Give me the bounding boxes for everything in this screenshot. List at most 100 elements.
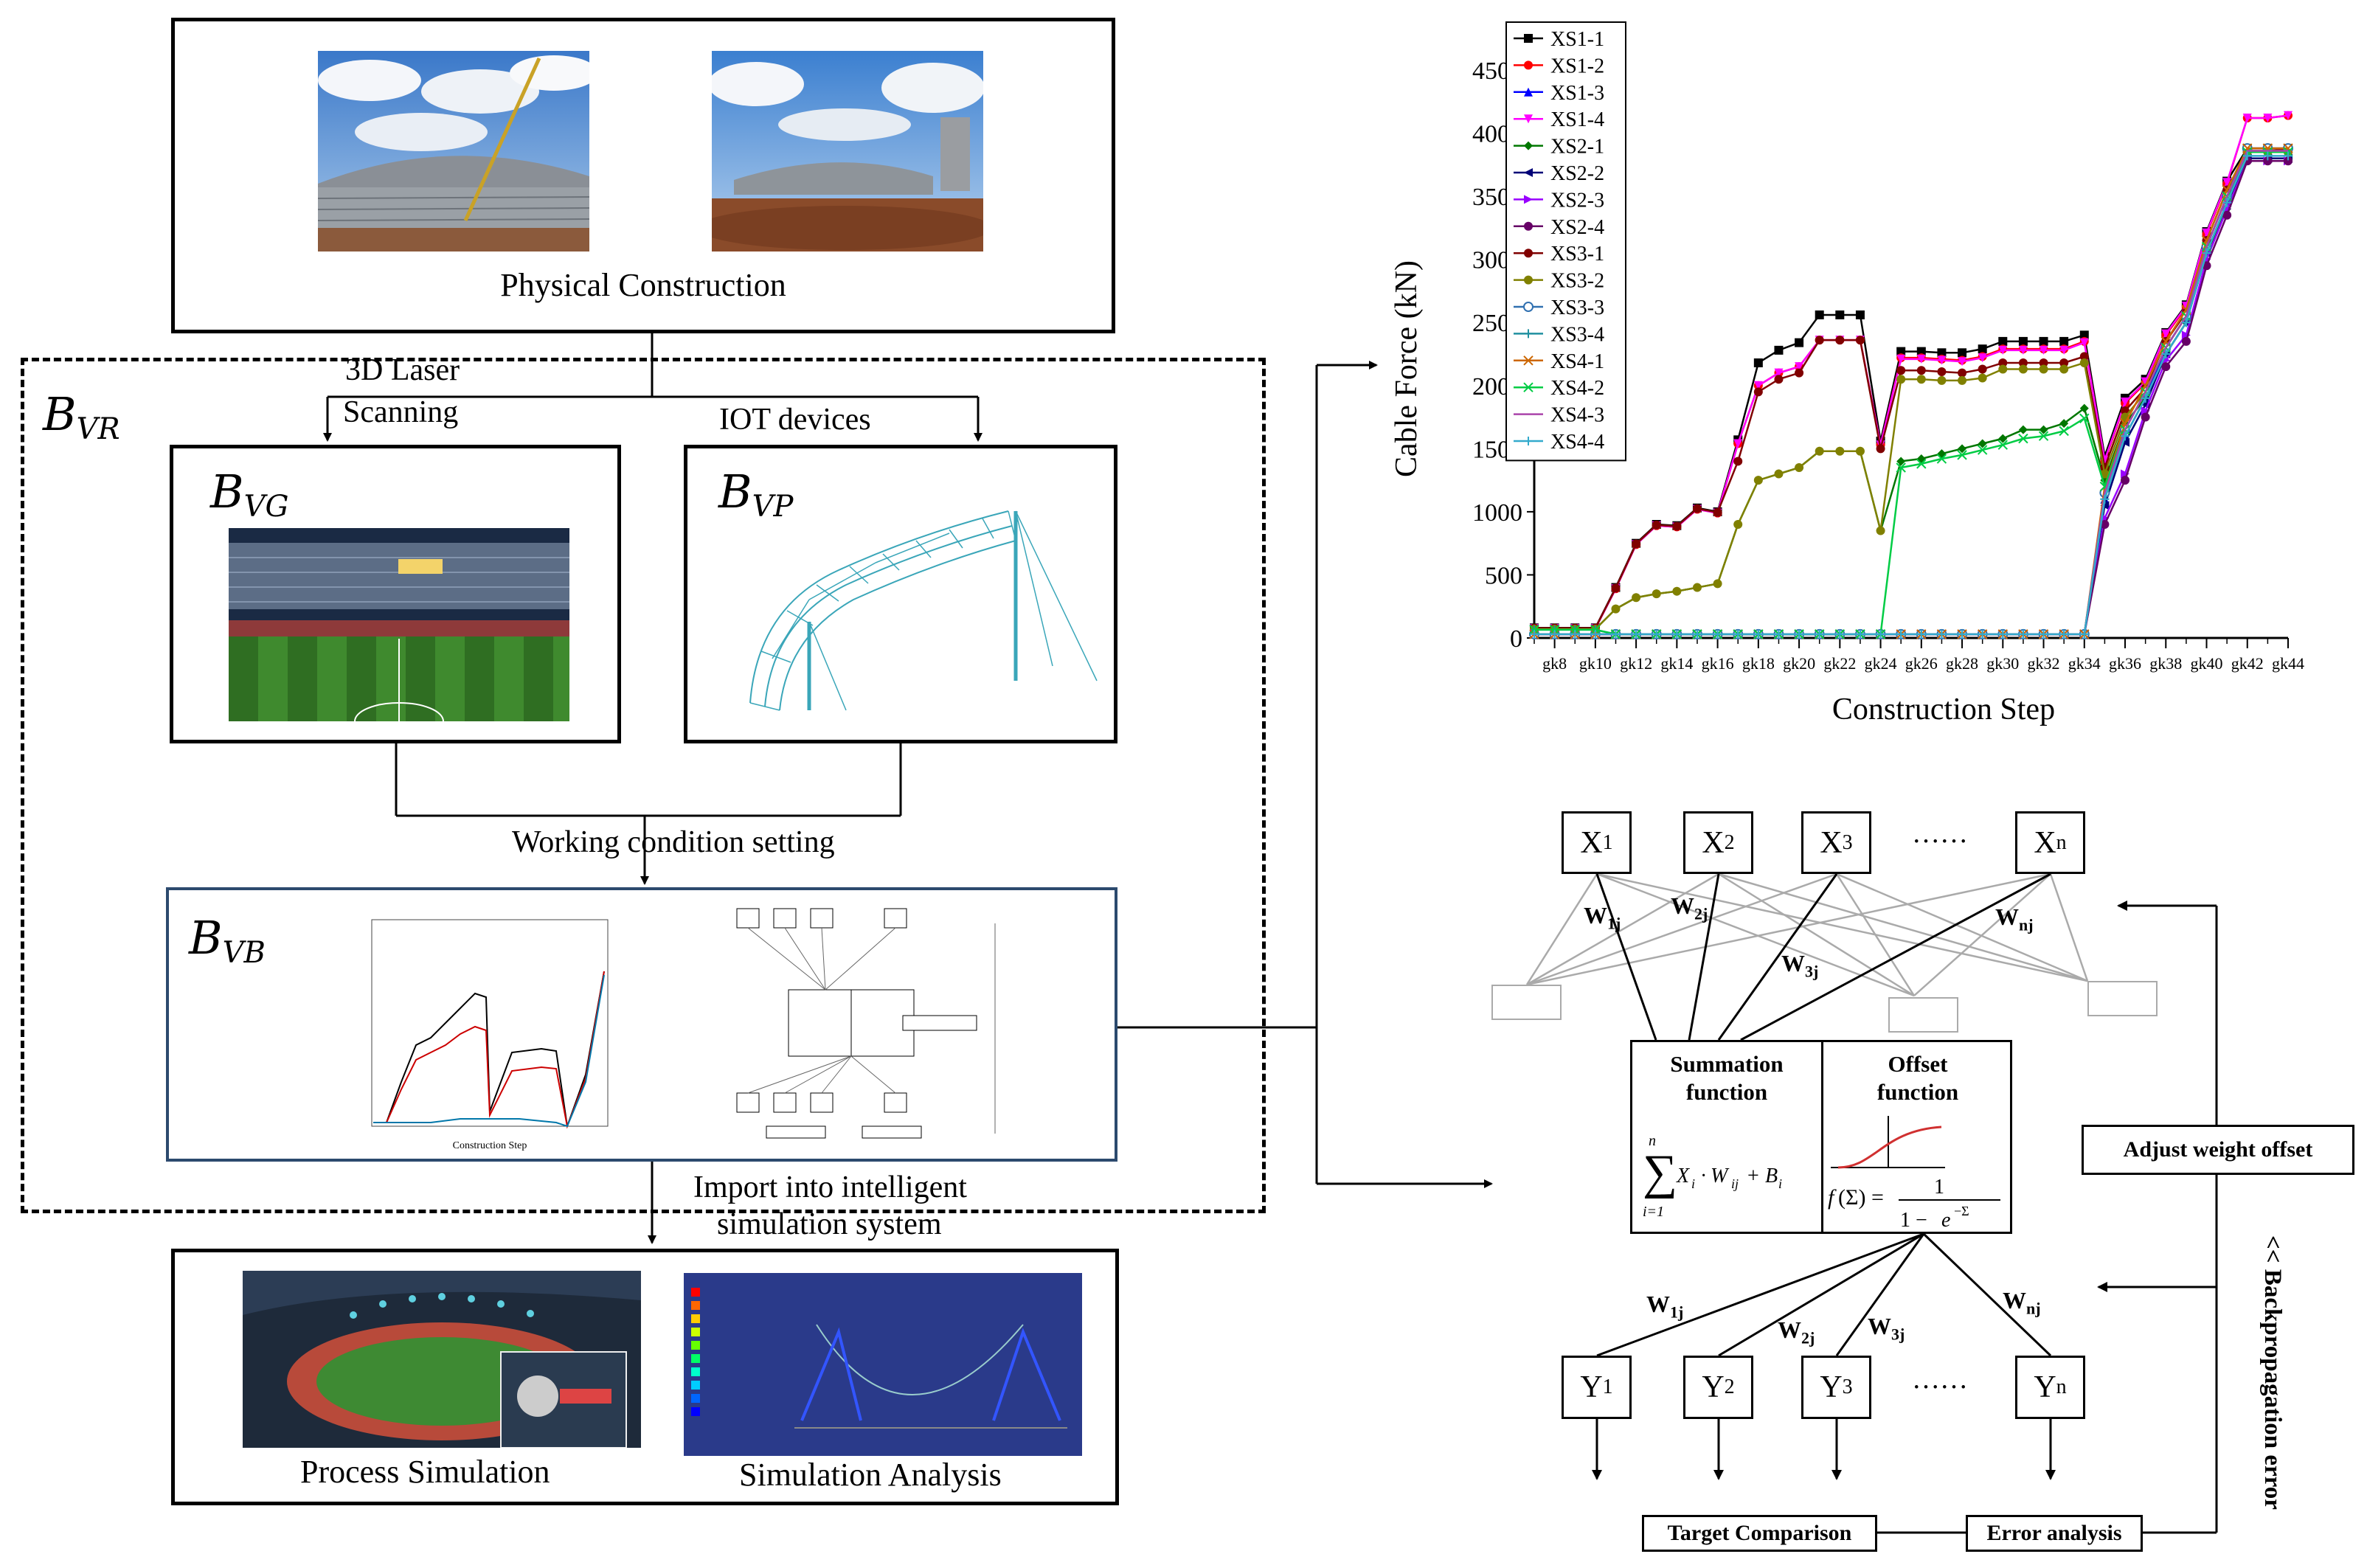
data-point-XS4-2 <box>1916 459 1927 469</box>
data-point-XS1-1 <box>1896 347 1906 356</box>
data-point-XS4-4 <box>1733 629 1743 639</box>
legend-marker-XS2-1 <box>1524 141 1533 150</box>
data-point-XS3-1 <box>1733 457 1743 466</box>
data-point-XS4-4 <box>1998 629 2008 639</box>
summation-title-1: Summation <box>1670 1051 1784 1077</box>
x-tick-label: gk32 <box>2028 654 2060 673</box>
bvb-label: BVB <box>189 911 266 970</box>
data-point-XS3-2 <box>1652 589 1661 599</box>
data-point-XS3-2 <box>2039 364 2048 374</box>
weight-w3j-in: W3j <box>1781 950 1819 981</box>
legend-marker-XS1-2 <box>1524 60 1533 70</box>
svg-text:n: n <box>1649 1133 1656 1149</box>
series-line-XS2-3 <box>1534 159 2288 636</box>
data-point-XS3-1 <box>2039 358 2048 367</box>
legend-label: XS1-4 <box>1550 108 1604 131</box>
data-point-XS1-4 <box>1916 354 1926 364</box>
hidden-node-3 <box>2087 981 2158 1016</box>
bvp-box: BVP <box>684 445 1117 743</box>
data-point-XS4-4 <box>1774 629 1784 639</box>
x-tick-label: gk12 <box>1620 654 1652 673</box>
import-system-label-2: simulation system <box>717 1207 942 1241</box>
weight-w2j-in: W2j <box>1671 892 1708 923</box>
x-tick-label: gk28 <box>1946 654 1978 673</box>
data-point-XS2-4 <box>2284 156 2293 166</box>
data-point-XS4-4 <box>1672 629 1682 639</box>
data-point-XS4-4 <box>2059 629 2069 639</box>
legend-marker-XS4-4 <box>1524 437 1533 445</box>
data-point-XS4-2 <box>1977 445 1988 455</box>
data-point-XS4-4 <box>2121 431 2130 441</box>
weight-w1j-in: W1j <box>1584 902 1621 933</box>
physical-construction-box: Physical Construction <box>171 18 1115 333</box>
data-point-XS1-4 <box>1896 354 1906 364</box>
data-point-XS2-1 <box>1958 444 1967 454</box>
data-point-XS4-4 <box>1632 629 1641 639</box>
data-point-XS2-1 <box>1978 439 1987 448</box>
data-point-XS4-4 <box>2100 494 2110 504</box>
data-point-XS2-1 <box>1937 449 1947 459</box>
data-point-XS4-2 <box>1957 450 1967 460</box>
legend-label: XS2-1 <box>1550 136 1604 159</box>
data-point-XS1-4 <box>1958 357 1967 367</box>
data-point-XS1-4 <box>1795 362 1804 372</box>
data-point-XS3-1 <box>1692 504 1702 513</box>
data-point-XS2-1 <box>1916 454 1926 464</box>
data-point-XS4-4 <box>1958 629 1967 639</box>
legend-label: XS3-3 <box>1550 296 1604 319</box>
data-point-XS1-4 <box>1998 345 2008 355</box>
data-point-XS4-2 <box>2079 413 2090 423</box>
x-tick-label: gk34 <box>2068 654 2101 673</box>
iot-devices-label: IOT devices <box>719 403 871 437</box>
hidden-node-1 <box>1491 985 1562 1020</box>
data-point-XS2-1 <box>2039 425 2048 434</box>
data-point-XS1-1 <box>1998 336 2008 346</box>
legend-marker-XS1-4 <box>1524 114 1533 124</box>
data-point-XS1-4 <box>2079 338 2089 347</box>
data-point-XS2-1 <box>2018 425 2028 434</box>
data-point-XS3-1 <box>1774 375 1784 384</box>
y-tick-label: 500 <box>1485 562 1522 589</box>
backpropagation-label: << Backpropagation error <box>2259 1235 2286 1510</box>
data-point-XS4-4 <box>1652 629 1661 639</box>
data-point-XS3-2 <box>1713 579 1722 589</box>
data-point-XS4-2 <box>1997 440 2009 450</box>
series-line-XS3-1 <box>1534 148 2289 629</box>
data-point-XS1-1 <box>1937 348 1947 358</box>
data-point-XS2-2 <box>2121 437 2130 447</box>
svg-text:W: W <box>1711 1165 1730 1187</box>
weight-wnj-in: Wnj <box>1995 903 2034 934</box>
svg-text:e: e <box>1941 1209 1950 1232</box>
x-tick-label: gk22 <box>1823 654 1856 673</box>
data-point-XS1-4 <box>2222 178 2232 187</box>
data-point-XS3-2 <box>1611 604 1621 614</box>
physical-construction-label: Physical Construction <box>500 267 786 303</box>
legend-label: XS2-2 <box>1550 162 1604 185</box>
data-point-XS1-1 <box>1978 344 1987 354</box>
bvg-box: BVG <box>170 445 621 743</box>
data-point-XS1-4 <box>1978 353 1987 363</box>
data-point-XS1-4 <box>2039 345 2048 355</box>
x-axis-label: Construction Step <box>1832 693 2055 726</box>
data-point-XS3-2 <box>1692 583 1702 592</box>
data-point-XS4-4 <box>1795 629 1804 639</box>
data-point-XS3-1 <box>1896 366 1906 375</box>
process-simulation-image <box>243 1271 641 1448</box>
simulation-analysis-image <box>684 1273 1082 1456</box>
svg-text:i: i <box>1691 1176 1695 1191</box>
data-point-XS3-1 <box>1937 367 1947 376</box>
legend-marker-XS4-2 <box>1523 382 1533 392</box>
input-ellipsis: …… <box>1912 818 1968 849</box>
data-point-XS4-2 <box>2018 433 2028 444</box>
data-point-XS3-1 <box>1998 358 2008 367</box>
data-point-XS4-4 <box>2284 151 2293 161</box>
data-point-XS1-1 <box>2059 336 2069 346</box>
series-line-XS1-2 <box>1534 114 2289 630</box>
legend-label: XS4-2 <box>1550 377 1604 400</box>
data-point-XS3-1 <box>1713 507 1722 517</box>
error-analysis-box: Error analysis <box>1966 1515 2143 1552</box>
data-point-XS2-4 <box>2141 412 2150 422</box>
